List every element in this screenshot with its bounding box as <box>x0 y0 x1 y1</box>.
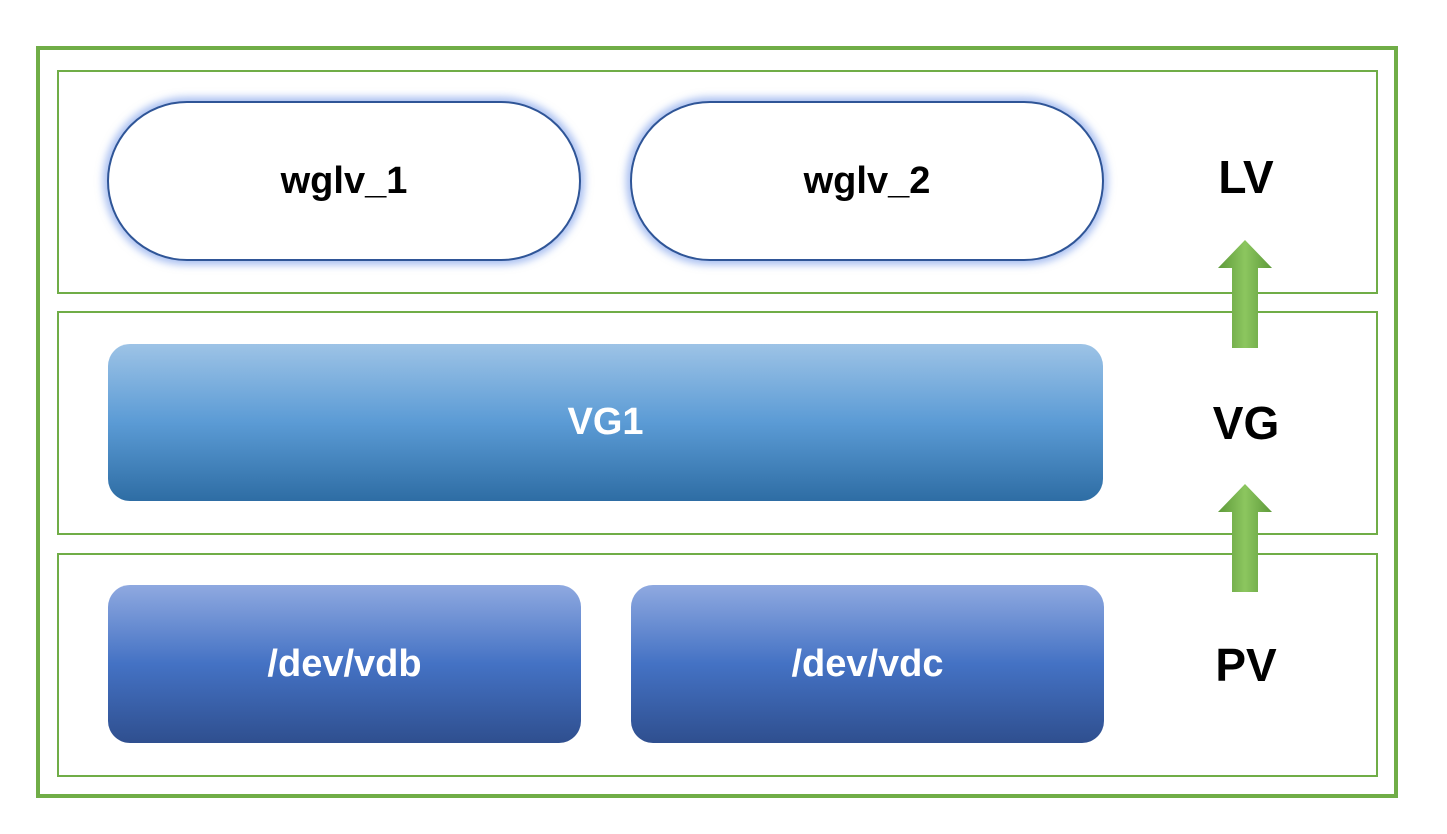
vg-layer <box>57 311 1378 535</box>
up-arrow-icon <box>1218 484 1272 592</box>
volume-group: VG1 <box>108 344 1103 501</box>
physical-volume-1: /dev/vdb <box>108 585 581 743</box>
lv-layer <box>57 70 1378 294</box>
pv-level-label: PV <box>1215 639 1277 691</box>
physical-volume-1-label: /dev/vdb <box>267 642 422 685</box>
logical-volume-2: wglv_2 <box>630 101 1104 261</box>
physical-volume-2-label: /dev/vdc <box>791 642 944 685</box>
up-arrow-icon <box>1218 240 1272 348</box>
logical-volume-1-label: wglv_1 <box>280 159 408 202</box>
lv-level-label: LV <box>1218 151 1274 203</box>
outer-frame <box>36 46 1398 798</box>
pv-layer <box>57 553 1378 777</box>
physical-volume-2: /dev/vdc <box>631 585 1104 743</box>
vg-level-label: VG <box>1212 397 1280 449</box>
volume-group-label: VG1 <box>567 401 644 443</box>
logical-volume-2-label: wglv_2 <box>803 159 931 202</box>
logical-volume-1: wglv_1 <box>107 101 581 261</box>
